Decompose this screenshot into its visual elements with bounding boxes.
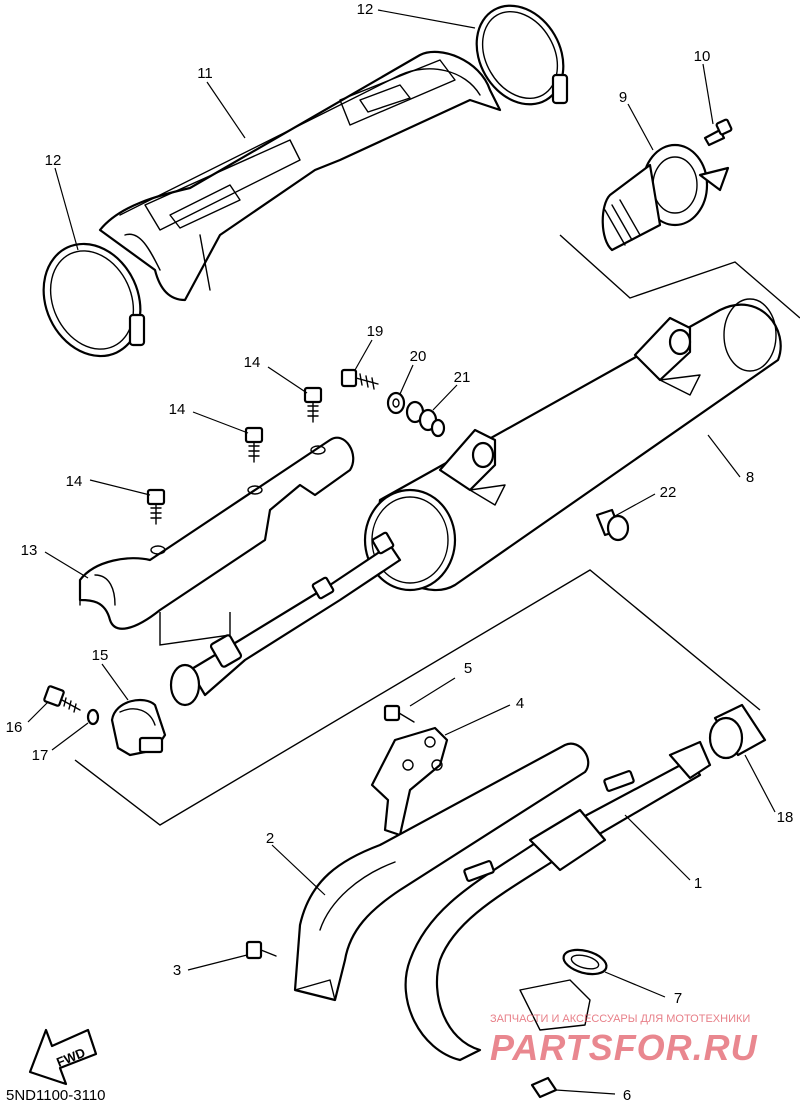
callout-12-rear: 12: [357, 1, 374, 18]
bolt-14-top[interactable]: [303, 386, 323, 423]
gasket-7[interactable]: [561, 946, 609, 979]
bolt-19[interactable]: [340, 368, 379, 390]
bracket-4[interactable]: [370, 726, 449, 837]
band-clamp-12-front[interactable]: [26, 228, 158, 372]
bolt-3[interactable]: [245, 940, 277, 960]
callout-3: 3: [173, 962, 181, 979]
callout-18: 18: [777, 809, 794, 826]
callout-8: 8: [746, 469, 754, 486]
bolt-5[interactable]: [383, 704, 415, 723]
callout-5: 5: [464, 660, 472, 677]
callout-14-top: 14: [244, 354, 261, 371]
callout-6: 6: [623, 1087, 631, 1104]
callout-2: 2: [266, 830, 274, 847]
watermark-tagline: ЗАПЧАСТИ И АКСЕССУАРЫ ДЛЯ МОТОТЕХНИКИ: [490, 1013, 750, 1025]
assembly-guide-lines: [74, 234, 800, 826]
callout-14-bottom: 14: [66, 473, 83, 490]
spark-arrester-9[interactable]: [601, 143, 730, 252]
drawing-code: 5ND1100-3110: [6, 1087, 106, 1104]
screw-10[interactable]: [703, 118, 733, 147]
callout-10: 10: [694, 48, 711, 65]
callout-12-front: 12: [45, 152, 62, 169]
callout-11: 11: [197, 65, 213, 82]
callout-21: 21: [454, 369, 471, 386]
callout-16: 16: [6, 719, 23, 736]
callout-4: 4: [516, 695, 524, 712]
callout-9: 9: [619, 89, 627, 106]
muffler-8[interactable]: [363, 298, 782, 592]
callout-17: 17: [32, 747, 49, 764]
fwd-arrow-icon: FWD: [28, 1028, 98, 1086]
washer-20[interactable]: [386, 391, 406, 415]
bolt-14-middle[interactable]: [244, 426, 264, 463]
nut-6[interactable]: [530, 1076, 558, 1099]
callout-19: 19: [367, 323, 384, 340]
muffler-guard-13[interactable]: [78, 436, 355, 630]
callout-labels: 12 11 12 10 9 19 20 21 14 14 14 13 8 22 …: [6, 1, 794, 1104]
grommet-21[interactable]: [405, 400, 446, 438]
heat-shield-11[interactable]: [98, 50, 502, 302]
callout-14-middle: 14: [169, 401, 186, 418]
callout-7: 7: [674, 990, 682, 1007]
leader-lines: [27, 9, 776, 1095]
exhaust-protector-2[interactable]: [293, 742, 590, 1002]
callout-15: 15: [92, 647, 109, 664]
collar-22[interactable]: [595, 508, 630, 542]
callout-20: 20: [410, 348, 427, 365]
bolt-14-bottom[interactable]: [146, 488, 166, 525]
bolt-16[interactable]: [43, 685, 81, 713]
watermark: ЗАПЧАСТИ И АКСЕССУАРЫ ДЛЯ МОТОТЕХНИКИ PA…: [490, 1013, 758, 1068]
callout-13: 13: [21, 542, 38, 559]
callout-1: 1: [694, 875, 702, 892]
washer-17[interactable]: [86, 708, 100, 726]
clamp-15[interactable]: [110, 698, 167, 757]
exhaust-pipe-1[interactable]: [404, 740, 712, 1062]
watermark-logo: PARTSFOR.RU: [490, 1027, 758, 1068]
band-clamp-12-rear[interactable]: [459, 0, 580, 120]
callout-22: 22: [660, 484, 677, 501]
muffler-inlet-pipe[interactable]: [169, 531, 402, 707]
collar-18[interactable]: [708, 703, 767, 760]
